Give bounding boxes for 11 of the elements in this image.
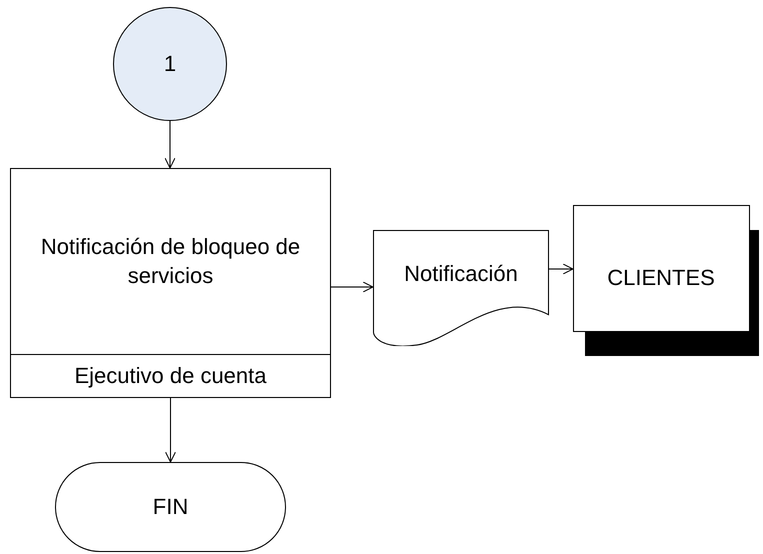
external-entity-label: CLIENTES <box>607 264 715 292</box>
process-box <box>10 168 331 398</box>
terminator-label: FIN <box>152 492 188 521</box>
arrow <box>165 398 176 462</box>
arrow <box>164 120 176 168</box>
connector-number: 1 <box>164 50 176 78</box>
process-label: Notificación de bloqueo de servicios <box>40 232 302 290</box>
arrow <box>330 282 374 292</box>
arrow <box>548 264 574 274</box>
role-label: Ejecutivo de cuenta <box>74 362 267 390</box>
document-label: Notificación <box>404 260 518 288</box>
